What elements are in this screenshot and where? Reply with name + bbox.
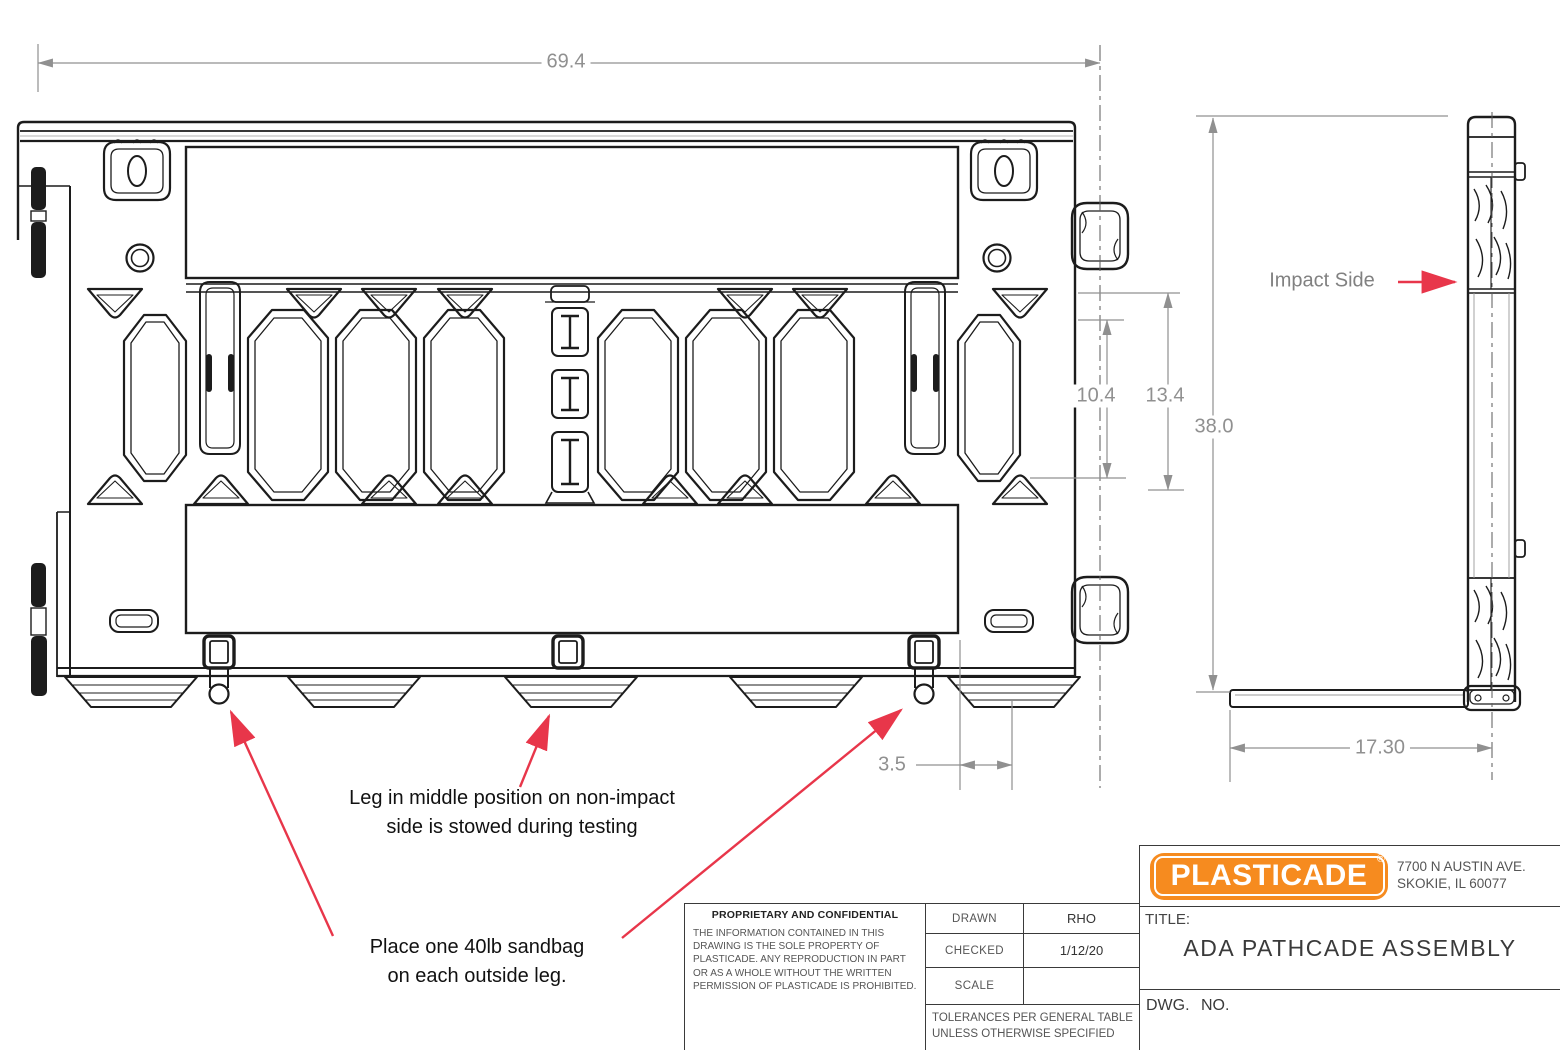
leg-note: Leg in middle position on non-impact sid… (349, 787, 675, 838)
dim-overall-width: 69.4 (541, 50, 591, 74)
dim-cutout-height: 10.4 (1071, 384, 1121, 408)
sandbag-note: Place one 40lb sandbag on each outside l… (369, 936, 585, 987)
plasticade-logo: PLASTICADE ® (1150, 852, 1388, 900)
scale-row: SCALE (925, 968, 1139, 1005)
proprietary-body: THE INFORMATION CONTAINED IN THIS DRAWIN… (693, 928, 917, 992)
dim-foot-depth: 17.30 (1349, 736, 1411, 760)
side-view-drawing (1229, 115, 1526, 712)
drawn-row: DRAWN RHO (925, 904, 1139, 934)
dim-leg-offset: 3.5 (873, 753, 911, 777)
title-label: TITLE: (1145, 911, 1191, 928)
proprietary-block: PROPRIETARY AND CONFIDENTIAL THE INFORMA… (684, 903, 925, 1050)
field-table: DRAWN RHO CHECKED 1/12/20 SCALE TOLERANC… (925, 903, 1139, 1050)
impact-side-label: Impact Side (1269, 269, 1375, 292)
registered-mark-icon: ® (1376, 852, 1385, 865)
checked-value: 1/12/20 (1059, 943, 1104, 958)
drawing-title: ADA PATHCADE ASSEMBLY (1183, 934, 1517, 961)
title-row: TITLE: ADA PATHCADE ASSEMBLY (1140, 907, 1560, 990)
tolerances-note: TOLERANCES PER GENERAL TABLE UNLESS OTHE… (925, 1005, 1139, 1050)
callout-arrows (229, 270, 1458, 939)
proprietary-heading: PROPRIETARY AND CONFIDENTIAL (711, 909, 899, 921)
drawn-value: RHO (1067, 911, 1096, 926)
arrow-right-leg (621, 708, 903, 939)
company-address: 7700 N AUSTIN AVE. SKOKIE, IL 60077 (1397, 859, 1526, 891)
drawn-label: DRAWN (926, 904, 1024, 933)
dim-overall-height: 38.0 (1189, 415, 1239, 439)
arrow-middle-leg (518, 713, 551, 788)
checked-label: CHECKED (926, 934, 1024, 967)
scale-label: SCALE (926, 968, 1024, 1004)
centerlines (1099, 45, 1493, 788)
front-view-drawing (16, 120, 1130, 708)
title-block-right: PLASTICADE ® 7700 N AUSTIN AVE. SKOKIE, … (1139, 845, 1560, 1050)
dwg-no-label: DWG. NO. (1146, 997, 1230, 1014)
scale-value (1024, 968, 1139, 1004)
arrow-left-leg (229, 709, 335, 937)
dim-band-height: 13.4 (1140, 384, 1190, 408)
company-row: PLASTICADE ® 7700 N AUSTIN AVE. SKOKIE, … (1140, 846, 1560, 907)
checked-row: CHECKED 1/12/20 (925, 934, 1139, 968)
logo-text: PLASTICADE (1170, 859, 1368, 892)
